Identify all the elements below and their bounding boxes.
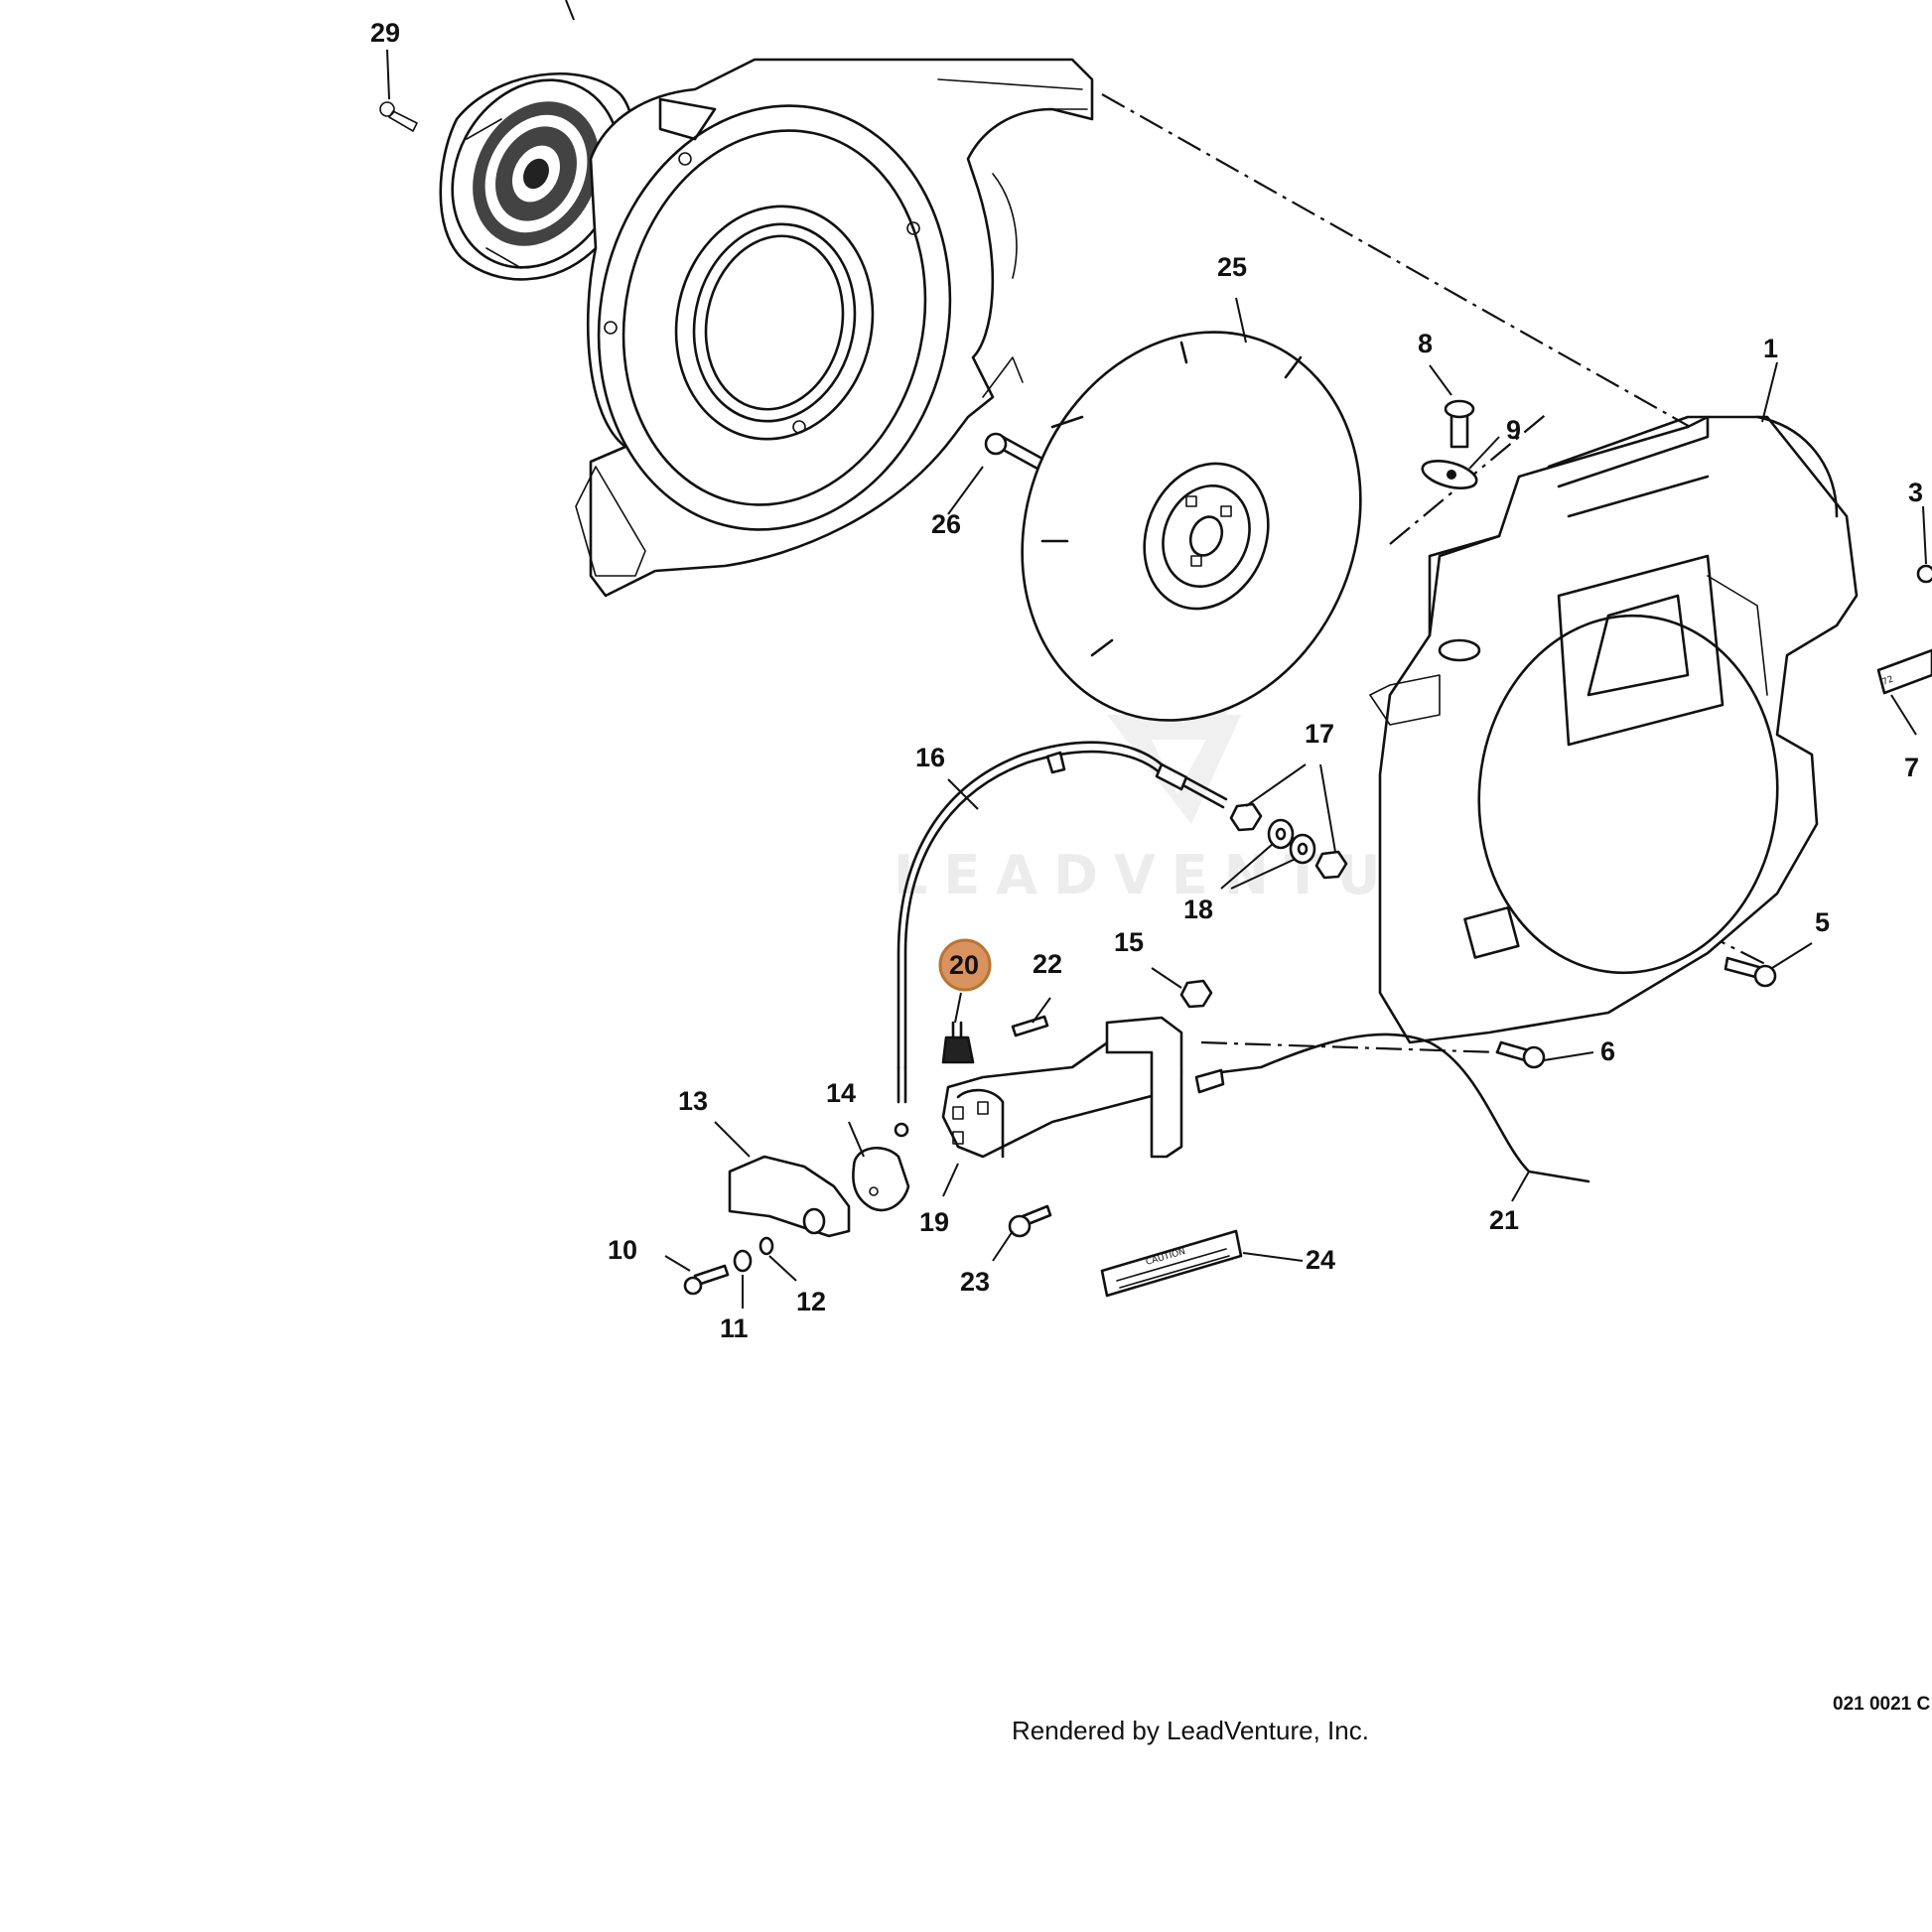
decal-22-drawing [1011, 1015, 1049, 1037]
washer-3-drawing [1916, 564, 1932, 584]
washer-18a-drawing [1267, 818, 1295, 850]
screw-6-drawing [1495, 1040, 1546, 1069]
part-label-3[interactable]: 3 [1908, 478, 1923, 507]
screw-10-drawing [683, 1264, 730, 1296]
part-label-16[interactable]: 16 [915, 743, 945, 772]
part-label-8[interactable]: 8 [1418, 329, 1433, 358]
caution-decal-drawing: CAUTION [1100, 1229, 1243, 1298]
spacer-9-drawing [1421, 460, 1478, 489]
part-label-26[interactable]: 26 [931, 509, 961, 539]
highlight-circle [938, 938, 992, 992]
part-label-6[interactable]: 6 [1600, 1036, 1615, 1066]
nut-15-drawing [1179, 979, 1213, 1009]
part-labels: 1 3 5 6 7 8 9 10 11 12 13 14 15 16 17 18… [370, 18, 1923, 1343]
part-label-19[interactable]: 19 [919, 1207, 949, 1237]
washer-12-drawing [759, 1236, 774, 1256]
nut-17b-drawing [1314, 850, 1348, 880]
wire-21-drawing [1194, 1033, 1590, 1183]
screw-8-drawing [1444, 399, 1475, 449]
part-label-15[interactable]: 15 [1114, 927, 1144, 957]
switch-20-drawing [941, 1021, 975, 1064]
diagram-id: 021 0021 C [1833, 1694, 1931, 1715]
part-label-18[interactable]: 18 [1183, 895, 1213, 924]
starter-cover-drawing [379, 71, 635, 281]
part-label-17[interactable]: 17 [1305, 719, 1334, 749]
decal-7-drawing: 72 [1876, 648, 1932, 695]
part-label-22[interactable]: 22 [1033, 949, 1062, 979]
nut-17a-drawing [1229, 802, 1263, 832]
part-label-13[interactable]: 13 [678, 1086, 708, 1116]
leader-lines [386, 0, 1927, 1309]
throttle-lever-drawing [852, 1147, 910, 1212]
bolt-26-drawing [984, 432, 1044, 471]
handle-tube-drawing [941, 1016, 1183, 1159]
grip-cover-drawing [728, 1155, 851, 1238]
blower-housing-front-drawing [1369, 415, 1859, 1044]
part-label-14[interactable]: 14 [826, 1078, 856, 1108]
part-label-21[interactable]: 21 [1489, 1205, 1519, 1235]
part-label-5[interactable]: 5 [1815, 907, 1830, 937]
part-label-12[interactable]: 12 [796, 1287, 826, 1316]
part-label-10[interactable]: 10 [608, 1235, 637, 1265]
blower-housing-rear-drawing [575, 58, 1094, 598]
washer-18b-drawing [1289, 833, 1316, 865]
part-label-11[interactable]: 11 [720, 1313, 749, 1343]
part-label-9[interactable]: 9 [1506, 415, 1521, 445]
footer-credit: Rendered by LeadVenture, Inc. [1012, 1716, 1369, 1745]
part-label-29[interactable]: 29 [370, 18, 400, 48]
decal-7-text: 72 [1881, 675, 1895, 688]
screw-23-drawing [1008, 1204, 1052, 1238]
part-label-24[interactable]: 24 [1306, 1245, 1335, 1275]
part-label-25[interactable]: 25 [1217, 252, 1247, 282]
washer-11-drawing [733, 1249, 753, 1273]
part-label-1[interactable]: 1 [1763, 334, 1778, 363]
part-label-7[interactable]: 7 [1904, 753, 1919, 782]
throttle-cable-drawing [894, 741, 1228, 1138]
part-label-23[interactable]: 23 [960, 1267, 990, 1297]
screw-5-drawing [1724, 956, 1777, 988]
part-label-20[interactable]: 20 [949, 950, 979, 980]
fan-impeller-drawing [1021, 331, 1362, 722]
